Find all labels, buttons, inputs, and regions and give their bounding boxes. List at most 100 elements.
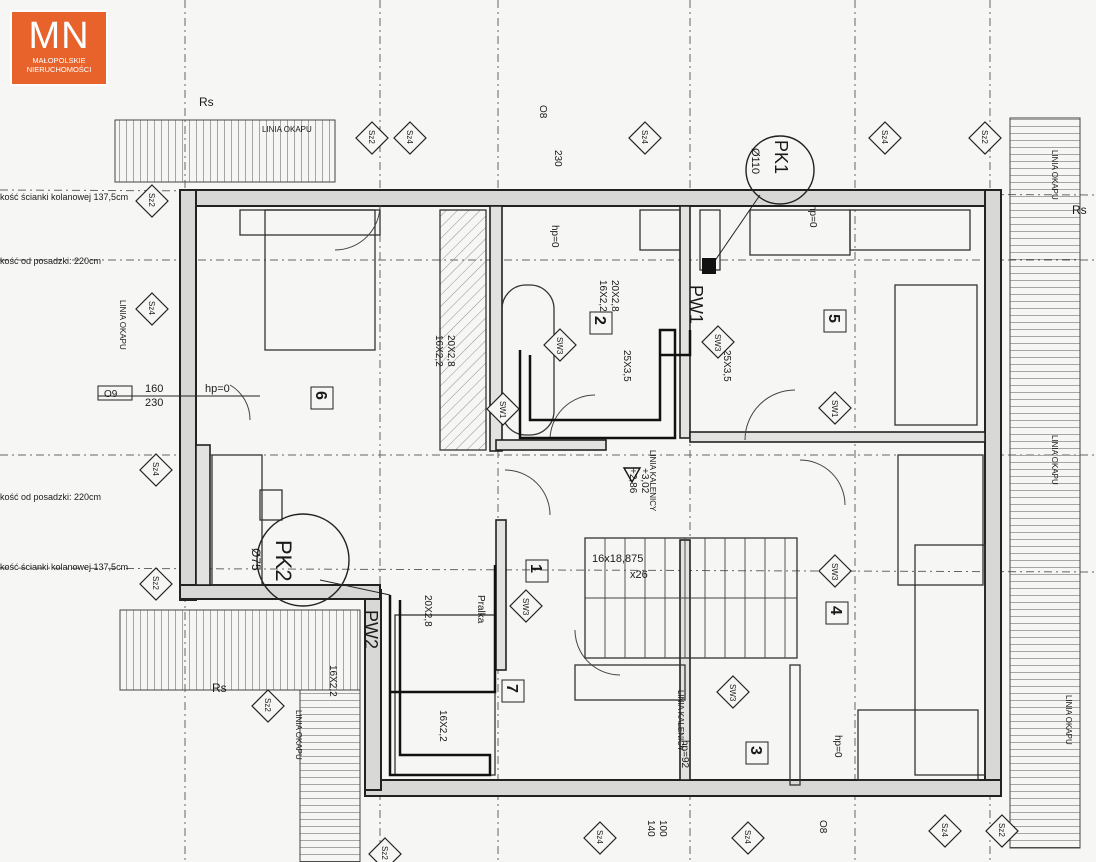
section-tag-labels: Sz2 Sz4 Sz4 Sz4 Sz2 Sz2 Sz4 Sz4 Sz2 Sz2 …: [147, 130, 1006, 860]
eave-top-left: [114, 119, 336, 183]
tag-sz4-1: Sz4: [405, 130, 414, 144]
room-5-number: 5: [825, 314, 842, 323]
window-sill-bottom-right: hp=0: [832, 735, 843, 758]
tag-sz2-7: Sz2: [997, 823, 1006, 837]
tag-sz2-1: Sz2: [367, 130, 376, 144]
rs-label-bottom: Rs: [212, 681, 227, 695]
floor-height-note-bottom: kość od posadzki: 220cm: [0, 492, 101, 502]
room-1-number: 1: [527, 564, 544, 573]
knee-wall-note-top: kość ścianki kolanowej 137,5cm: [0, 192, 128, 202]
tag-sz4-6: Sz4: [595, 830, 604, 844]
eave-line-label-right-bottom: LINIA OKAPU: [1064, 695, 1073, 745]
washer-label: Pralka: [475, 595, 486, 624]
company-logo: MN MAŁOPOLSKIE NIERUCHOMOŚCI: [10, 10, 108, 86]
tag-sw3-3: SW3: [830, 563, 839, 581]
tag-sz2-6: Sz2: [380, 846, 389, 860]
logo-line-2: NIERUCHOMOŚCI: [26, 65, 92, 74]
room-7-number: 7: [503, 684, 520, 693]
pipe-label-4: 25X3,5: [721, 350, 732, 382]
riser-pk2: PK2 Ø75: [249, 513, 391, 607]
tag-sw3-4: SW3: [521, 598, 530, 616]
tag-sw1-2: SW1: [830, 400, 839, 418]
stair-treads: [585, 538, 797, 658]
tag-sz2-2: Sz2: [980, 130, 989, 144]
outer-walls: [179, 189, 1002, 797]
eave-line-label-top: LINIA OKAPU: [262, 125, 312, 134]
level-bottom-value: +2,86: [627, 468, 638, 494]
eave-line-label-right-mid: LINIA OKAPU: [1050, 435, 1059, 485]
window-o8-label-bottom: O8: [817, 820, 828, 834]
window-o8-label-top: O8: [537, 105, 548, 119]
pipe-label-1: 16X2,2: [597, 280, 608, 312]
tag-sz4-4: Sz4: [147, 301, 156, 315]
tag-sz4-5: Sz4: [151, 462, 160, 476]
window-sill-hp92: hp=92: [679, 740, 690, 769]
pipe-label-2: 20X2,8: [609, 280, 620, 312]
eave-right: [1009, 117, 1081, 849]
window-height-230-top: 230: [552, 150, 563, 167]
pipe-label-7: 20X2,8: [422, 595, 433, 627]
eave-line-label-bottom: LINIA OKAPU: [294, 710, 303, 760]
drawing-annotations: kość ścianki kolanowej 137,5cm kość od p…: [0, 95, 1087, 760]
riser-pk1-diameter: Ø110: [749, 148, 761, 174]
room-2-number: 2: [591, 316, 608, 325]
door-swings: [229, 204, 846, 676]
tag-sw3-1: SW3: [555, 337, 564, 355]
section-tags: [135, 121, 1019, 862]
window-width-100: 100: [657, 820, 668, 837]
tag-sw1-1: SW1: [498, 401, 507, 419]
eave-bottom-left: [119, 609, 361, 691]
tag-sz4-2: Sz4: [640, 130, 649, 144]
supply-pw1-label: PW1: [686, 285, 706, 324]
heating-pipes: [388, 328, 692, 777]
riser-pk2-diameter: Ø75: [249, 548, 263, 571]
window-width-140: 140: [645, 820, 656, 837]
tag-sz4-3: Sz4: [880, 130, 889, 144]
rs-label-right: Rs: [1072, 203, 1087, 217]
pipe-labels: 16X2,2 20X2,8 25X3,5 25X3,5 16X2,2 20X2,…: [327, 280, 732, 742]
window-o9-label: O9: [104, 389, 118, 400]
riser-pk1: PK1 Ø110: [702, 135, 815, 274]
tag-sw3-5: SW3: [728, 684, 737, 702]
riser-pk2-label: PK2: [271, 540, 296, 582]
ridge-line-label-bottom: LINIA KALENICY: [676, 690, 685, 752]
level-top-value: +3,02: [639, 468, 650, 494]
room-3-number: 3: [747, 746, 764, 755]
tag-sz4-8: Sz4: [940, 823, 949, 837]
pipe-label-3: 25X3,5: [621, 350, 632, 382]
rs-label-top-left: Rs: [199, 95, 214, 109]
room-4-number: 4: [827, 606, 844, 615]
window-markers: O9 160 230 hp=0 O8 230 hp=0 hp=0 hp=0 O8…: [97, 105, 843, 837]
window-sill-hp0: hp=0: [205, 383, 230, 395]
pipe-label-8: 16X2,2: [437, 710, 448, 742]
eave-line-label-left: LINIA OKAPU: [118, 300, 127, 350]
supply-pw2-label: PW2: [361, 610, 381, 649]
tag-sz2-4: Sz2: [151, 576, 160, 590]
stairs-count: x26: [630, 569, 648, 581]
window-sill-top-right: hp=0: [807, 205, 818, 228]
tag-sz4-7: Sz4: [743, 830, 752, 844]
pipe-label-6: 20X2,8: [445, 335, 456, 367]
tag-sz2-3: Sz2: [147, 193, 156, 207]
knee-wall-note-bottom: kość ścianki kolanowej 137,5cm: [0, 562, 128, 572]
tag-sw3-2: SW3: [713, 334, 722, 352]
inner-walls: [195, 205, 986, 781]
eave-bottom-middle: [299, 689, 361, 862]
window-sill-top: hp=0: [549, 225, 560, 248]
pipe-label-5: 16X2,2: [433, 335, 444, 367]
logo-line-1: MAŁOPOLSKIE: [32, 56, 86, 65]
eave-line-label-right-top: LINIA OKAPU: [1050, 150, 1059, 200]
riser-pk1-label: PK1: [771, 140, 791, 174]
room-6-number: 6: [312, 391, 329, 400]
window-height-230: 230: [145, 397, 163, 409]
tag-sz2-5: Sz2: [263, 698, 272, 712]
window-width-160: 160: [145, 383, 163, 395]
stairs-dimension: 16x18,875: [592, 553, 643, 565]
floor-height-note-top: kość od posadzki: 220cm: [0, 256, 101, 266]
level-marker: +3,02 +2,86: [622, 467, 650, 494]
ridge-line-label-top: LINIA KALENICY: [648, 450, 657, 512]
room-numbers: 1 2 3 4 5 6 7: [310, 309, 849, 765]
logo-initials: MN: [28, 15, 90, 57]
pipe-label-9: 16X2,2: [327, 665, 338, 697]
